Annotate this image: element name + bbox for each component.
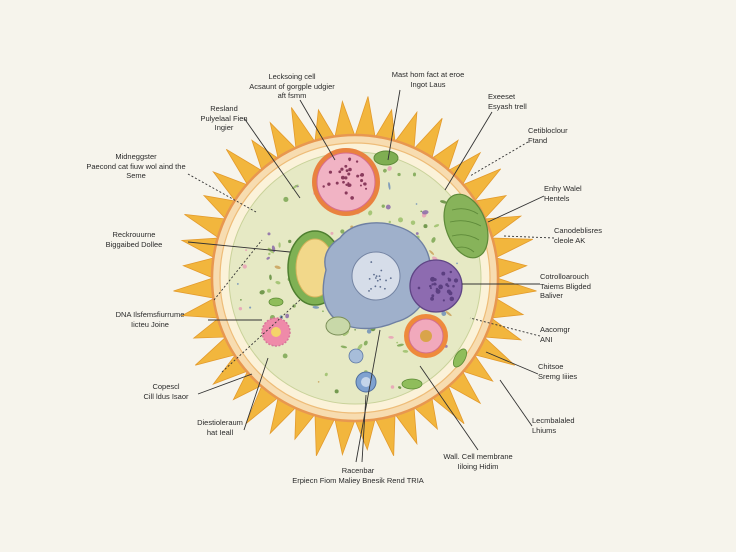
label-left-1: Midneggster Paecond cat fiuw wol aind th… <box>86 152 186 180</box>
green-vesicle-left <box>268 297 284 307</box>
label-right-6: Chitsoe Sremg Iiiies <box>538 362 578 381</box>
label-top-left-center: Lecksoing cell Acsaunt of gorgple udgier… <box>249 72 335 100</box>
nucleus <box>322 222 431 336</box>
leader-line <box>299 99 336 161</box>
label-right-1: Cetibloclour Ftand <box>528 126 568 145</box>
leader-line <box>485 351 539 375</box>
leader-line <box>243 117 301 199</box>
leader-line <box>221 299 301 373</box>
label-right-7: Lecmbalaled Lhiums <box>532 416 575 435</box>
pink-vacuole-organelle <box>312 148 380 216</box>
leader-line <box>419 365 479 451</box>
label-left-3: DNA Ilsfemsfiurrume Iicteu Joine <box>115 310 185 329</box>
orange-granule-organelle <box>404 314 448 358</box>
pink-spiky-vesicle <box>261 317 291 347</box>
nucleus-inclusion <box>325 316 351 336</box>
leader-line <box>387 89 401 161</box>
leader-line <box>469 317 541 337</box>
leader-line <box>503 235 555 239</box>
label-left-2: Reckrouurne Biggaibed Dollee <box>105 230 163 249</box>
leader-line <box>213 239 263 301</box>
label-top-right-1: Exeeset Esyash trell <box>488 92 527 111</box>
label-left-4: Copescl Cill ldus Isaor <box>143 382 189 401</box>
chloroplast <box>443 193 489 259</box>
label-right-5: Aacomgr ANI <box>540 325 571 344</box>
leader-line <box>487 195 545 223</box>
purple-lysosome <box>409 259 463 313</box>
leader-line <box>243 357 269 431</box>
leader-line <box>469 141 529 177</box>
leader-line <box>361 394 367 463</box>
blue-vesicle-2 <box>348 348 364 364</box>
leader-line <box>499 379 533 427</box>
label-right-2: Enhy Walel Hentels <box>544 184 582 203</box>
leader-line <box>187 241 291 253</box>
label-bottom-right: Wall. Cell membrane Iiloing Hidim <box>443 452 513 471</box>
label-top-left-1: Resland Pulyelaal Fien Ingier <box>200 104 248 132</box>
leader-line <box>355 329 381 463</box>
leader-line <box>444 111 493 191</box>
label-top-center: Mast hom fact at eroe Ingot Laus <box>391 70 465 89</box>
green-vesicle-right <box>452 348 468 368</box>
leader-line <box>197 373 253 395</box>
leader-line <box>187 173 257 213</box>
leader-lines <box>187 89 555 463</box>
label-bottom-center: Racenbar Erpiecn Fiom Maliey Bnesik Rend… <box>292 466 424 485</box>
green-vesicle-bottom <box>401 378 423 390</box>
blue-vesicle-1 <box>355 371 377 393</box>
green-vesicle-top <box>373 150 399 166</box>
label-right-3: Canodeblisres cleole AK <box>554 226 602 245</box>
label-left-5: Diestioleraum hat Ieall <box>197 418 243 437</box>
label-right-4: Cotrolloarouch Taiems Bligded Baliver <box>540 272 591 300</box>
pink-vacuole-granules <box>322 157 368 200</box>
